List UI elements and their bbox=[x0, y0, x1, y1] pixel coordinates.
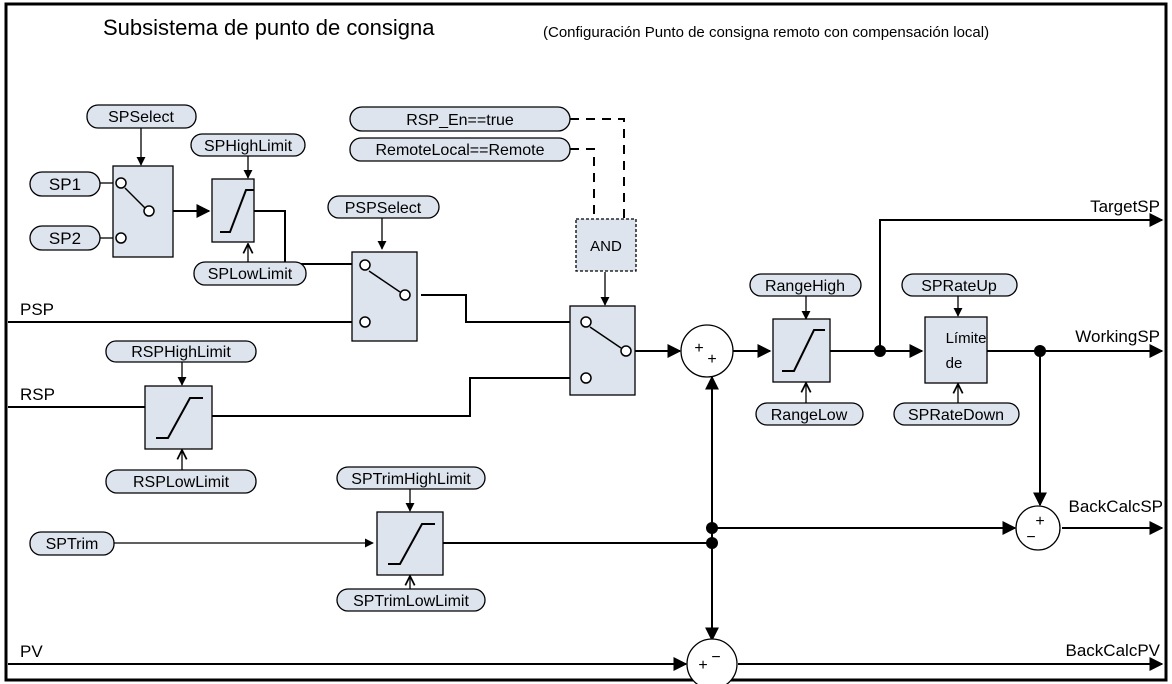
signal-label-pv: PV bbox=[20, 642, 43, 661]
sum-sign-plus: + bbox=[694, 340, 703, 357]
svg-text:SPTrimHighLimit: SPTrimHighLimit bbox=[351, 471, 471, 488]
wire-sp-limited bbox=[254, 210, 352, 265]
rsp-selector-switch bbox=[569, 305, 636, 396]
rate-limit-block: Límite de bbox=[924, 316, 988, 384]
and-gate-block: AND bbox=[575, 218, 637, 272]
wire-psp-select-out bbox=[421, 294, 570, 323]
svg-text:SP1: SP1 bbox=[49, 175, 81, 194]
sp-selector-switch bbox=[112, 165, 174, 258]
signal-label-psp: PSP bbox=[20, 300, 54, 319]
wire-target-sp bbox=[879, 213, 1164, 351]
tag-rsp-en: RSP_En==true bbox=[349, 106, 571, 132]
tag-sp-select: SPSelect bbox=[86, 104, 197, 129]
tag-sp-rate-down: SPRateDown bbox=[893, 402, 1020, 426]
rsp-limiter-block bbox=[144, 385, 213, 450]
and-gate-label: AND bbox=[590, 238, 622, 255]
sum-sign-plus: + bbox=[707, 351, 716, 368]
svg-text:SPSelect: SPSelect bbox=[108, 109, 174, 126]
wire-remote-local-dashed bbox=[570, 148, 595, 219]
tag-sp-high-limit: SPHighLimit bbox=[190, 133, 306, 157]
svg-text:SPRateUp: SPRateUp bbox=[921, 278, 997, 295]
tag-sp-low-limit: SPLowLimit bbox=[193, 261, 307, 286]
sp-trim-limiter-block bbox=[376, 511, 444, 576]
sp-limiter-block bbox=[211, 178, 255, 243]
tag-range-low: RangeLow bbox=[755, 402, 864, 426]
tag-sp2: SP2 bbox=[29, 225, 101, 251]
svg-text:SPHighLimit: SPHighLimit bbox=[204, 138, 293, 155]
tag-range-high: RangeHigh bbox=[749, 273, 862, 297]
backcalc-sp-sum-junction: + − bbox=[1015, 505, 1061, 551]
svg-text:RangeLow: RangeLow bbox=[771, 407, 848, 424]
signal-label-back-calc-pv: BackCalcPV bbox=[1066, 641, 1161, 660]
svg-text:SPRateDown: SPRateDown bbox=[908, 407, 1004, 424]
svg-text:SPTrimLowLimit: SPTrimLowLimit bbox=[353, 593, 469, 610]
tag-remote-local: RemoteLocal==Remote bbox=[349, 137, 571, 162]
sum-sign-plus: + bbox=[1035, 513, 1044, 530]
diagram-title: Subsistema de punto de consigna bbox=[103, 15, 435, 40]
svg-text:SP2: SP2 bbox=[49, 229, 81, 248]
main-sum-junction: + + bbox=[680, 324, 734, 378]
tag-sp-rate-up: SPRateUp bbox=[901, 273, 1018, 297]
svg-text:RemoteLocal==Remote: RemoteLocal==Remote bbox=[376, 142, 545, 159]
svg-text:RSPLowLimit: RSPLowLimit bbox=[133, 474, 230, 491]
signal-label-back-calc-sp: BackCalcSP bbox=[1069, 497, 1163, 516]
pv-sum-junction: + − bbox=[686, 638, 738, 684]
tag-sp-trim-high-limit: SPTrimHighLimit bbox=[336, 466, 486, 490]
diagram-subtitle: (Configuración Punto de consigna remoto … bbox=[543, 24, 989, 41]
tag-rsp-high-limit: RSPHighLimit bbox=[105, 340, 257, 363]
tag-rsp-low-limit: RSPLowLimit bbox=[105, 469, 257, 494]
sum-sign-plus: + bbox=[698, 657, 707, 674]
svg-text:RSP_En==true: RSP_En==true bbox=[406, 112, 514, 129]
tag-psp-select: PSPSelect bbox=[327, 195, 440, 219]
svg-text:SPLowLimit: SPLowLimit bbox=[208, 266, 293, 283]
svg-text:RangeHigh: RangeHigh bbox=[765, 278, 845, 295]
sum-sign-minus: − bbox=[711, 649, 720, 666]
signal-label-target-sp: TargetSP bbox=[1090, 197, 1160, 216]
svg-text:PSPSelect: PSPSelect bbox=[345, 200, 422, 217]
rate-limit-label-1: Límite bbox=[946, 330, 987, 347]
tag-sp1: SP1 bbox=[29, 171, 101, 197]
signal-label-working-sp: WorkingSP bbox=[1075, 327, 1160, 346]
sum-sign-minus: − bbox=[1026, 529, 1035, 546]
diagram-frame bbox=[4, 2, 1168, 682]
signal-label-rsp: RSP bbox=[20, 385, 55, 404]
svg-text:RSPHighLimit: RSPHighLimit bbox=[131, 344, 231, 361]
psp-selector-switch bbox=[351, 251, 418, 342]
wire-rsp-limited bbox=[212, 377, 570, 417]
range-limiter-block bbox=[772, 318, 831, 383]
rate-limit-label-2: de bbox=[946, 355, 963, 372]
tag-sp-trim: SPTrim bbox=[29, 531, 115, 556]
wire-rsp-en-dashed bbox=[570, 118, 625, 219]
svg-text:SPTrim: SPTrim bbox=[46, 536, 99, 553]
tag-sp-trim-low-limit: SPTrimLowLimit bbox=[336, 588, 486, 612]
